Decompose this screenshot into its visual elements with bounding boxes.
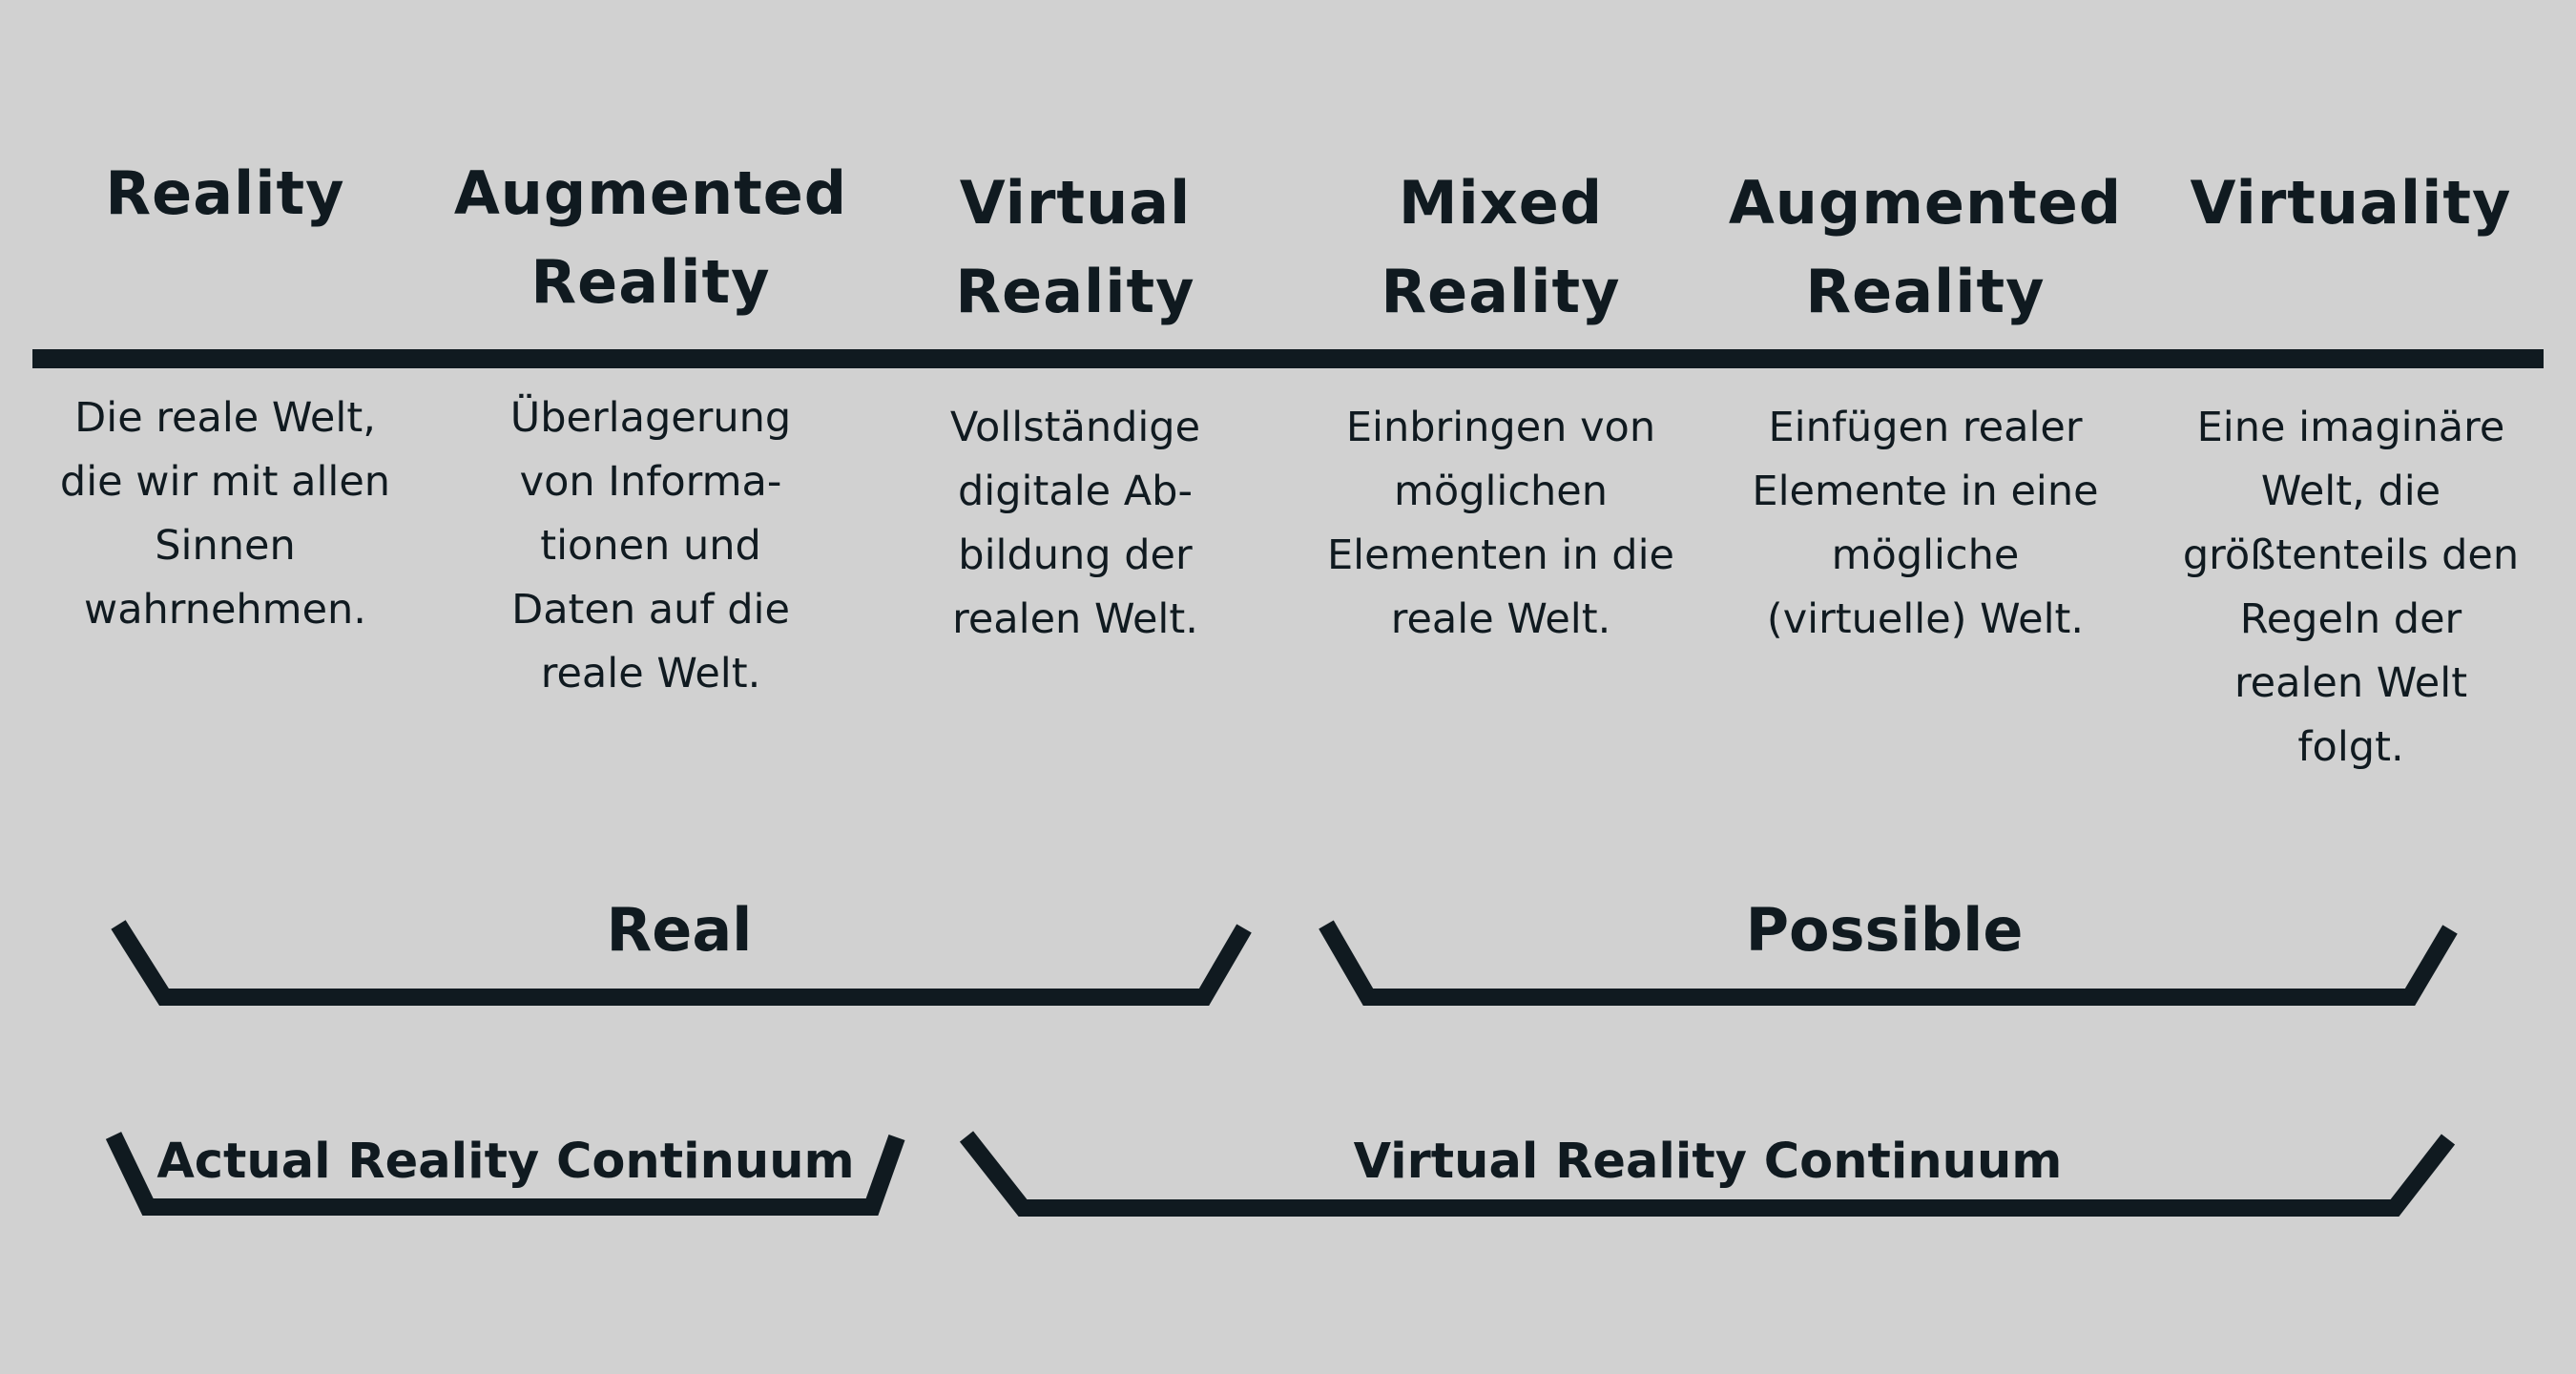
column-title: Reality bbox=[105, 158, 345, 228]
column-description: Eine imaginäre Welt, die größtenteils de… bbox=[2182, 404, 2520, 771]
bracket-real bbox=[111, 920, 1252, 1006]
horizontal-divider bbox=[32, 349, 2544, 368]
column-title: Virtuality bbox=[2190, 168, 2512, 238]
group-label-real: Real bbox=[606, 895, 753, 965]
bracket-possible bbox=[1319, 920, 2458, 1006]
column-description: Einfügen realer Elemente in eine möglich… bbox=[1752, 404, 2099, 643]
column-description: Einbringen von möglichen Elementen in di… bbox=[1327, 404, 1674, 643]
column-description: Die reale Welt, die wir mit allen Sinnen… bbox=[59, 394, 391, 634]
column-description: Vollständige digitale Ab- bildung der re… bbox=[949, 404, 1201, 643]
group-label-possible: Possible bbox=[1745, 895, 2024, 965]
bracket-actual-continuum bbox=[105, 1132, 905, 1216]
column-title: Augmented Reality bbox=[453, 158, 848, 317]
column-title: Virtual Reality bbox=[955, 168, 1195, 326]
column-description: Überlagerung von Informa- tionen und Dat… bbox=[509, 394, 792, 697]
bracket-virtual-continuum bbox=[959, 1131, 2456, 1217]
group-label-virtual-continuum: Virtual Reality Continuum bbox=[1353, 1134, 2063, 1190]
column-title: Augmented Reality bbox=[1728, 168, 2123, 326]
group-label-actual-continuum: Actual Reality Continuum bbox=[156, 1134, 855, 1190]
column-title: Mixed Reality bbox=[1381, 168, 1621, 326]
